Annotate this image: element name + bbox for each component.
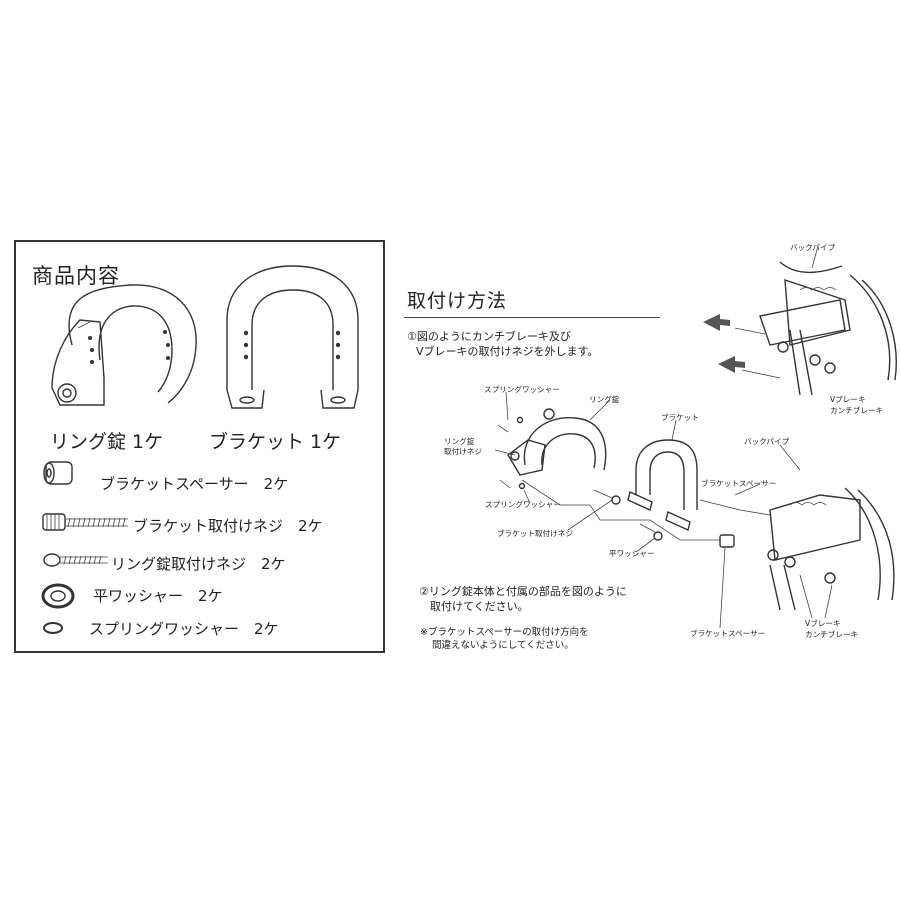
top-frame-diagram [703, 245, 897, 396]
callout-bracket-spacer-b: ブラケットスペーサー [690, 629, 766, 638]
callout-v-brake-top: Vブレーキ [830, 395, 866, 404]
part-label-flat-washer: 平ワッシャー 2ケ [93, 587, 223, 605]
callout-ring-lock-screw-2: 取付けネジ [444, 447, 482, 456]
part-label-bracket-spacer: ブラケットスペーサー 2ケ [100, 475, 289, 493]
note-line1: ※ブラケットスペーサーの取付け方向を [420, 627, 589, 638]
assembly-diagram [494, 391, 895, 629]
bracket-drawing [226, 265, 359, 409]
part-label-spring-washer: スプリングワッシャー 2ケ [89, 620, 279, 638]
callout-bracket-spacer-a: ブラケットスペーサー [701, 479, 777, 488]
note-line2: 間違えないようにしてください。 [432, 640, 574, 651]
bracket-screw-icon [42, 513, 128, 531]
ring-lock-drawing [51, 284, 197, 406]
callout-cantilever-bottom: カンチブレーキ [805, 630, 859, 639]
ring-lock-screw-icon [43, 553, 108, 567]
step2-line1: ②リング錠本体と付属の部品を図のように [419, 585, 627, 598]
callout-v-brake-bottom: Vブレーキ [805, 619, 841, 628]
step2-line2: 取付けてください。 [430, 600, 529, 613]
callout-back-pipe-mid: バックパイプ [744, 437, 790, 446]
ring-lock-label: リング錠 1ケ [50, 431, 164, 453]
callout-spring-washer-a: スプリングワッシャー [484, 385, 560, 394]
callout-bracket-screw: ブラケット取付けネジ [497, 529, 573, 538]
callout-cantilever-top: カンチブレーキ [830, 406, 884, 415]
callout-flat-washer: 平ワッシャー [609, 549, 655, 558]
bracket-label: ブラケット 1ケ [209, 431, 342, 453]
install-title-rule [404, 317, 660, 318]
step1-line2: Vブレーキの取付けネジを外します。 [416, 345, 599, 358]
spring-washer-icon [43, 622, 63, 634]
step1-line1: ①図のようにカンチブレーキ及び [407, 330, 571, 343]
bracket-spacer-icon [43, 461, 73, 485]
callout-back-pipe-top: バックパイプ [790, 243, 836, 252]
callout-bracket: ブラケット [661, 413, 699, 422]
contents-title: 商品内容 [32, 264, 120, 288]
part-label-ring-lock-screw: リング錠取付けネジ 2ケ [111, 555, 286, 573]
part-label-bracket-screw: ブラケット取付けネジ 2ケ [133, 517, 323, 535]
install-title: 取付け方法 [407, 290, 508, 312]
callout-ring-lock-screw-1: リング錠 [444, 437, 475, 446]
flat-washer-icon [41, 583, 75, 609]
contents-box: 商品内容 リング錠 1ケ ブラケット 1ケ ブラケットスペーサー 2ケ ブラケッ… [14, 240, 385, 653]
callout-spring-washer-b: スプリングワッシャー [485, 500, 561, 509]
callout-ring-lock: リング錠 [589, 395, 620, 404]
